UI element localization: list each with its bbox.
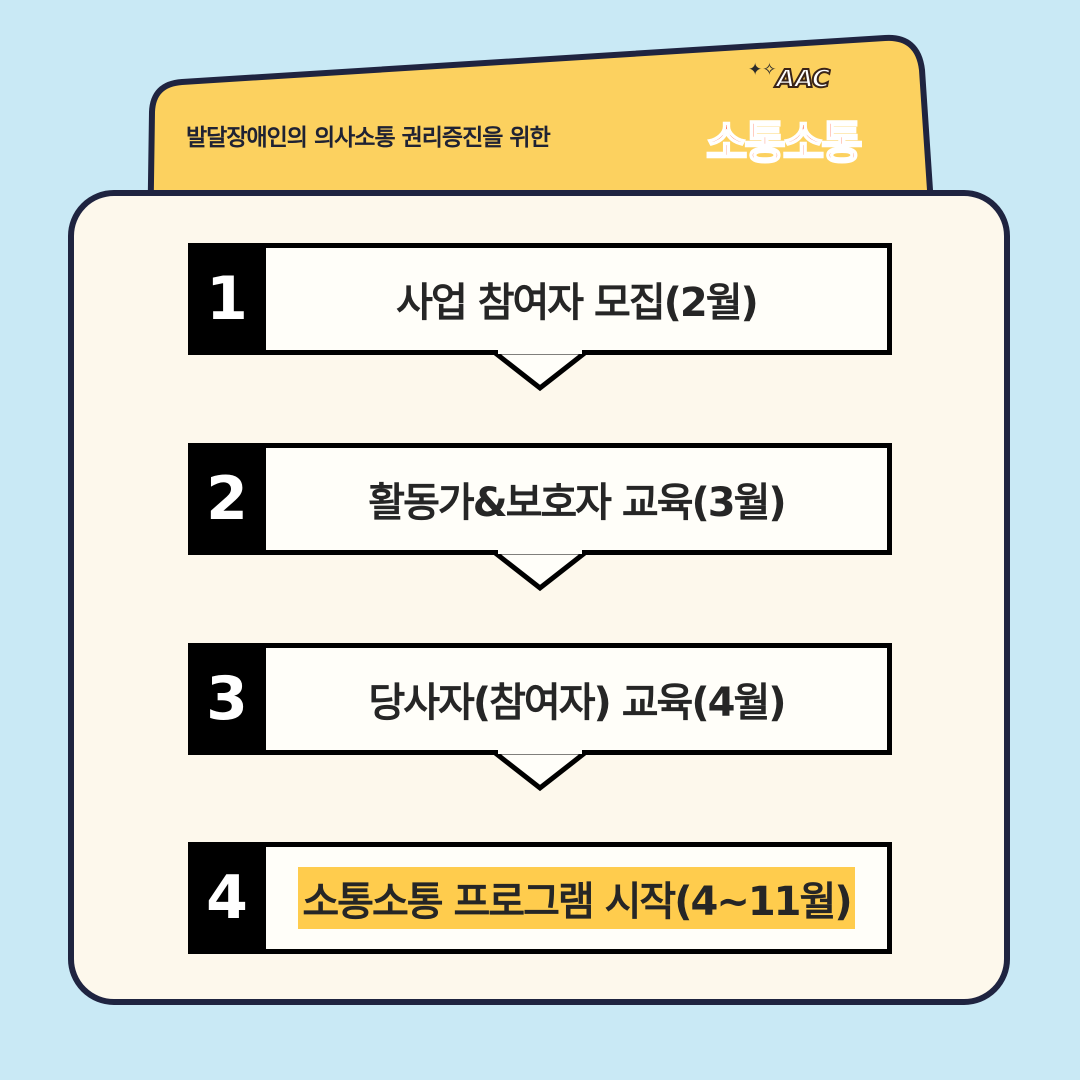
sparkle-icon: ✦✧ <box>748 60 777 80</box>
step-1: 1 사업 참여자 모집(2월) <box>188 243 892 355</box>
step-label-box: 사업 참여자 모집(2월) <box>266 243 892 355</box>
chevron-down-icon <box>494 350 586 392</box>
step-label: 소통소통 프로그램 시작(4~11월) <box>298 867 855 929</box>
step-number: 1 <box>188 243 266 355</box>
step-4: 4 소통소통 프로그램 시작(4~11월) <box>188 842 892 954</box>
step-label: 사업 참여자 모집(2월) <box>396 280 759 326</box>
step-label: 당사자(참여자) 교육(4월) <box>368 680 786 726</box>
chevron-down-icon <box>494 750 586 792</box>
brand-logo: 소통소통 <box>705 115 864 170</box>
step-2: 2 활동가&보호자 교육(3월) <box>188 443 892 555</box>
step-number: 4 <box>188 842 266 954</box>
step-label-box: 활동가&보호자 교육(3월) <box>266 443 892 555</box>
chevron-down-icon <box>494 550 586 592</box>
brand-aac-logo: AAC <box>775 63 831 94</box>
header-subtitle: 발달장애인의 의사소통 권리증진을 위한 <box>186 125 551 151</box>
step-label-box: 소통소통 프로그램 시작(4~11월) <box>266 842 892 954</box>
step-number: 2 <box>188 443 266 555</box>
step-3: 3 당사자(참여자) 교육(4월) <box>188 643 892 755</box>
step-label: 활동가&보호자 교육(3월) <box>368 480 786 526</box>
step-number: 3 <box>188 643 266 755</box>
step-label-box: 당사자(참여자) 교육(4월) <box>266 643 892 755</box>
